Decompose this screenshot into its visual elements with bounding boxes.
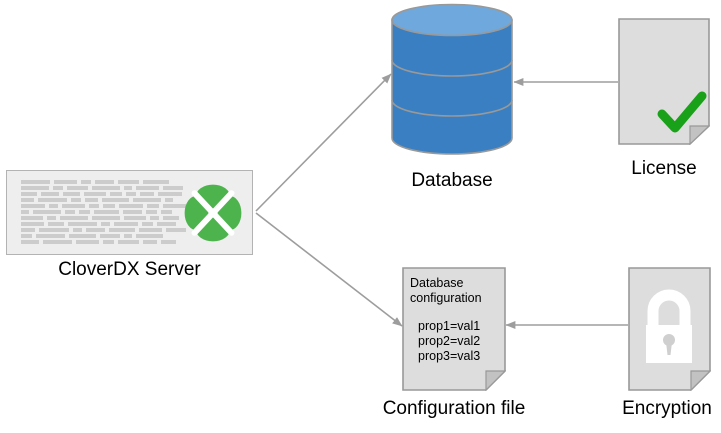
configuration-file-node[interactable] [402, 267, 506, 391]
config-property: prop3=val3 [418, 349, 481, 363]
config-property: prop1=val1 [418, 319, 481, 333]
cloverdx-server-label: CloverDX Server [58, 259, 201, 280]
configuration-file-content: Database configuration prop1=val1 prop2=… [410, 276, 502, 364]
database-label: Database [411, 170, 493, 191]
server-texture-line [21, 228, 187, 232]
clover-logo-icon [184, 184, 242, 242]
server-text-texture [21, 180, 187, 246]
license-document-node[interactable] [618, 18, 710, 145]
config-heading-line-1: Database [410, 276, 464, 290]
server-texture-line [21, 192, 187, 196]
connector-server-to-config-file [255, 212, 403, 327]
config-property-list: prop1=val1 prop2=val2 prop3=val3 [410, 319, 502, 364]
server-texture-line [21, 180, 187, 184]
padlock-icon [646, 289, 692, 363]
server-texture-line [21, 240, 187, 244]
connector-server-to-database [255, 73, 392, 212]
server-texture-line [21, 222, 187, 226]
server-texture-line [21, 198, 187, 202]
server-texture-line [21, 186, 187, 190]
encryption-label: Encryption [622, 398, 712, 419]
check-mark-icon [657, 91, 707, 133]
configuration-file-label: Configuration file [382, 398, 526, 419]
server-texture-line [21, 204, 187, 208]
server-texture-line [21, 216, 187, 220]
config-heading-line-2: configuration [410, 291, 482, 305]
config-property: prop2=val2 [418, 334, 481, 348]
encryption-document-node[interactable] [628, 267, 711, 391]
database-cylinder-icon[interactable] [391, 3, 513, 155]
server-texture-line [21, 210, 187, 214]
server-texture-line [21, 234, 187, 238]
license-label: License [631, 158, 697, 179]
